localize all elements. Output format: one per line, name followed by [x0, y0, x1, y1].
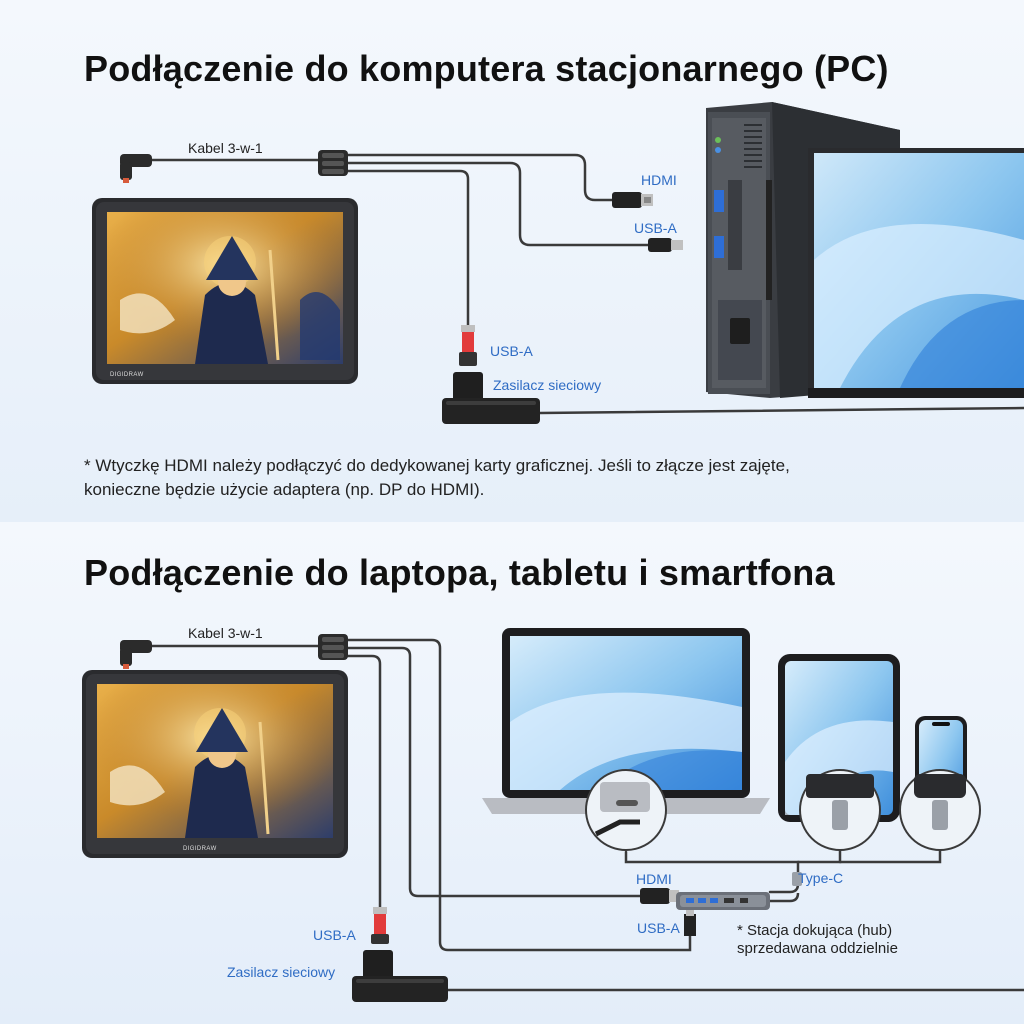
cable-hdmi-hub — [344, 646, 644, 898]
laptop — [482, 628, 770, 814]
typec-label: Type-C — [798, 870, 844, 886]
cable-splitter-2 — [318, 634, 348, 660]
tablet-brand-logo: DIGIDRAW — [110, 372, 144, 378]
hdmi-label-2: HDMI — [636, 871, 672, 887]
mobile-connection-panel: Podłączenie do laptopa, tabletu i smartf… — [0, 522, 1024, 1024]
cable-usba — [344, 161, 652, 247]
hdmi-plug-2 — [640, 888, 679, 904]
usb-c-angled-connector — [120, 154, 152, 183]
hdmi-footnote-line2: konieczne będzie użycie adaptera (np. DP… — [84, 480, 485, 499]
power-adapter-2 — [352, 950, 448, 1002]
docking-hub — [676, 872, 802, 910]
usb-a-plug-power-2 — [371, 907, 389, 944]
hdmi-label: HDMI — [641, 172, 677, 188]
power-mains-cable — [538, 406, 1024, 415]
usb-a-plug-pc — [648, 238, 683, 252]
mobile-cables — [148, 638, 1024, 992]
usb-c-angled-connector-2 — [120, 640, 152, 669]
pc-connection-panel: Podłączenie do komputera stacjonarnego (… — [0, 0, 1024, 522]
typec-zoom-laptop — [585, 769, 667, 851]
cable-3in1-label: Kabel 3-w-1 — [188, 140, 263, 156]
cable-usba-hub — [344, 638, 692, 952]
cable-power-2 — [344, 654, 382, 914]
usba-hub-label: USB-A — [637, 920, 680, 936]
hub-note-line1: * Stacja dokująca (hub) — [737, 922, 893, 939]
cable-3in1-label-2: Kabel 3-w-1 — [188, 625, 263, 641]
pc-cables — [148, 153, 1024, 415]
hdmi-footnote: * Wtyczkę HDMI należy podłączyć do dedyk… — [84, 454, 984, 502]
usb-a-plug-hub — [684, 906, 696, 936]
usb-a-plug-power — [459, 325, 477, 366]
mobile-section-title: Podłączenie do laptopa, tabletu i smartf… — [84, 552, 835, 593]
usba-power-label-2: USB-A — [313, 927, 356, 943]
hub-note-line2: sprzedawana oddzielnie — [737, 940, 898, 957]
tablet-brand-logo-2: DIGIDRAW — [183, 846, 217, 852]
typec-zoom-tablet — [799, 769, 881, 851]
cable-typec-laptop — [624, 850, 800, 894]
pen-display-tablet: DIGIDRAW — [92, 198, 358, 384]
mobile-connection-diagram: DIGIDRAW — [82, 628, 1024, 1002]
power-adapter-label-2: Zasilacz sieciowy — [227, 964, 336, 980]
typec-zoom-phone — [899, 769, 981, 851]
usba-pc-label: USB-A — [634, 220, 677, 236]
hdmi-footnote-line1: * Wtyczkę HDMI należy podłączyć do dedyk… — [84, 456, 790, 475]
usba-power-label: USB-A — [490, 343, 533, 359]
pc-connection-diagram: DIGIDRAW — [92, 102, 1024, 424]
cable-typec-phone — [838, 845, 942, 864]
hub-note: * Stacja dokująca (hub) sprzedawana oddz… — [737, 922, 898, 958]
cable-splitter — [318, 150, 348, 176]
pen-display-tablet-2: DIGIDRAW — [82, 670, 348, 858]
power-adapter — [442, 372, 540, 424]
external-monitor — [808, 148, 1024, 398]
pc-section-title: Podłączenie do komputera stacjonarnego (… — [84, 48, 889, 89]
cable-power — [344, 169, 470, 332]
power-adapter-label: Zasilacz sieciowy — [493, 377, 602, 393]
cable-hdmi — [344, 153, 617, 202]
hdmi-plug — [612, 192, 653, 208]
